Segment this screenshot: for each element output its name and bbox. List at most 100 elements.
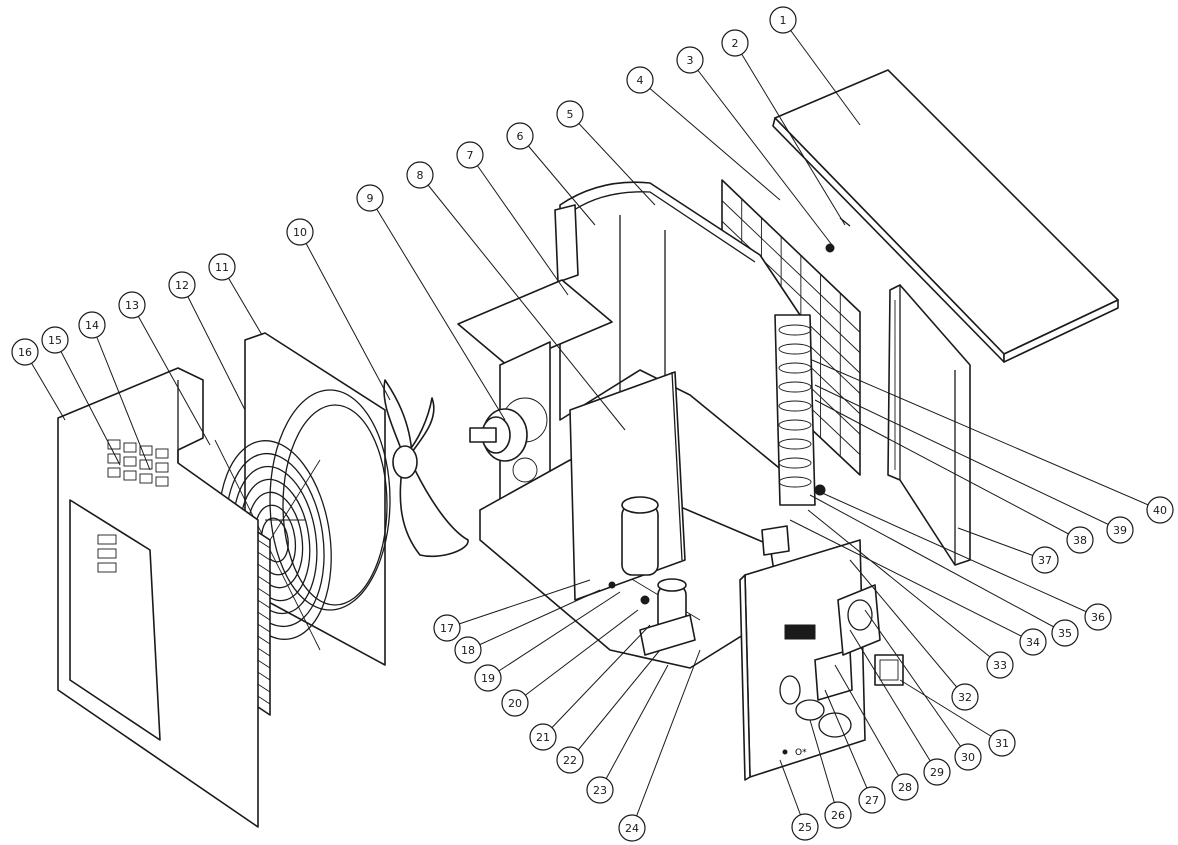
callout-number: 19 <box>481 672 495 685</box>
callout-25: 25 <box>791 813 819 841</box>
leader-line-12 <box>181 284 246 411</box>
callout-circle <box>858 786 886 814</box>
leader-line-24 <box>631 649 701 829</box>
leader-line-7 <box>469 154 569 296</box>
leader-line-40 <box>811 359 1161 511</box>
callout-circle <box>769 6 797 34</box>
callout-number: 34 <box>1026 636 1040 649</box>
leader-line-19 <box>487 591 621 679</box>
callout-circle <box>1146 496 1174 524</box>
leader-line-39 <box>814 384 1121 531</box>
callout-number: 37 <box>1038 554 1052 567</box>
callout-22: 22 <box>556 746 584 774</box>
callout-circle <box>586 776 614 804</box>
callout-number: 14 <box>85 319 99 332</box>
callout-circle <box>1106 516 1134 544</box>
callout-38: 38 <box>1066 526 1094 554</box>
callout-circle <box>556 746 584 774</box>
callout-number: 11 <box>215 261 229 274</box>
main-cabinet <box>554 181 801 486</box>
top-cover-panel <box>772 69 1119 363</box>
callout-20: 20 <box>501 689 529 717</box>
callout-circle <box>356 184 384 212</box>
callout-21: 21 <box>529 723 557 751</box>
leader-line-4 <box>639 79 781 201</box>
callout-8: 8 <box>406 161 434 189</box>
evaporator-coil <box>774 314 816 506</box>
callout-1: 1 <box>769 6 797 34</box>
callout-number: 28 <box>898 781 912 794</box>
callout-number: 12 <box>175 279 189 292</box>
callout-circle <box>456 141 484 169</box>
callout-circle <box>501 689 529 717</box>
leader-line-33 <box>807 509 1001 666</box>
callout-circle <box>78 311 106 339</box>
callout-37: 37 <box>1031 546 1059 574</box>
callout-number: 40 <box>1153 504 1167 517</box>
callout-18: 18 <box>454 636 482 664</box>
callout-2: 2 <box>721 29 749 57</box>
callout-number: 1 <box>780 14 787 27</box>
callout-13: 13 <box>118 291 146 319</box>
callout-circle <box>891 773 919 801</box>
leader-line-14 <box>91 324 151 471</box>
left-enclosure <box>57 367 259 828</box>
callout-number: 24 <box>625 822 639 835</box>
callout-circle <box>791 813 819 841</box>
callout-32: 32 <box>951 683 979 711</box>
callout-circle <box>168 271 196 299</box>
callout-35: 35 <box>1051 619 1079 647</box>
callout-circle <box>824 801 852 829</box>
callout-circle <box>11 338 39 366</box>
callout-19: 19 <box>474 664 502 692</box>
leader-line-37 <box>957 527 1046 561</box>
leader-line-35 <box>809 494 1066 634</box>
callout-circle <box>676 46 704 74</box>
callout-circle <box>41 326 69 354</box>
callout-14: 14 <box>78 311 106 339</box>
leader-line-1 <box>782 19 861 126</box>
leader-line-3 <box>689 59 833 246</box>
leader-line-34 <box>789 519 1034 643</box>
fan-blade <box>383 379 469 558</box>
callout-23: 23 <box>586 776 614 804</box>
callout-number: 23 <box>593 784 607 797</box>
leader-line-26 <box>809 719 839 816</box>
callout-circle <box>118 291 146 319</box>
callout-4: 4 <box>626 66 654 94</box>
callout-number: 20 <box>508 697 522 710</box>
callout-circle <box>556 100 584 128</box>
callout-circle <box>626 66 654 94</box>
callout-circle <box>454 636 482 664</box>
callout-6: 6 <box>506 122 534 150</box>
leader-line-27 <box>824 689 873 801</box>
callout-number: 33 <box>993 659 1007 672</box>
callout-15: 15 <box>41 326 69 354</box>
svg-text:O*: O* <box>795 748 807 758</box>
callout-17: 17 <box>433 614 461 642</box>
callout-number: 30 <box>961 751 975 764</box>
callout-circle <box>721 29 749 57</box>
control-panel: O* <box>739 539 866 781</box>
callout-circle <box>433 614 461 642</box>
callout-circle <box>1051 619 1079 647</box>
leader-line-38 <box>814 399 1081 541</box>
callout-number: 10 <box>293 226 307 239</box>
callout-circle <box>988 729 1016 757</box>
leader-line-29 <box>849 629 938 773</box>
callout-3: 3 <box>676 46 704 74</box>
callout-number: 26 <box>831 809 845 822</box>
fan-motor <box>469 408 528 462</box>
callout-number: 7 <box>467 149 474 162</box>
leader-lines <box>24 19 1161 829</box>
leader-line-32 <box>849 559 966 698</box>
callout-number: 17 <box>440 622 454 635</box>
right-side-panel <box>887 284 971 566</box>
leader-line-22 <box>569 649 661 761</box>
callout-number: 31 <box>995 737 1009 750</box>
callout-7: 7 <box>456 141 484 169</box>
compressor <box>608 496 696 656</box>
leader-line-10 <box>299 231 391 401</box>
